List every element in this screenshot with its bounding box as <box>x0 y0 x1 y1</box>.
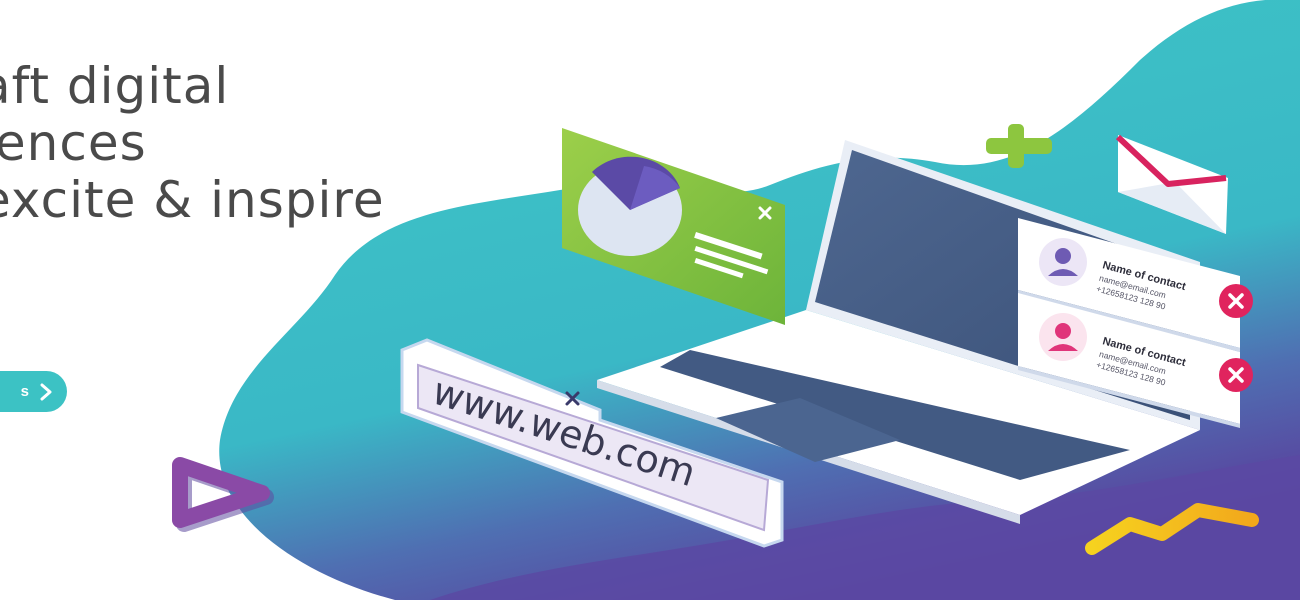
chart-legend-line <box>694 232 763 260</box>
cta-button[interactable]: s <box>0 371 67 412</box>
chart-legend-line <box>694 258 744 279</box>
headline-line: excite & inspire <box>0 171 385 229</box>
laptop <box>597 140 1200 524</box>
contact-card: Name of contact name@email.com +12658123… <box>1018 293 1253 428</box>
contact-card: Name of contact name@email.com +12658123… <box>1018 218 1253 352</box>
zigzag-line <box>1085 503 1259 555</box>
close-icon[interactable] <box>758 206 772 220</box>
plus-icon <box>986 124 1052 168</box>
purple-wave <box>430 455 1300 600</box>
close-icon[interactable] <box>565 391 580 406</box>
hero-headline: aft digital iences excite & inspire <box>0 58 385 229</box>
cta-label: s <box>20 383 29 400</box>
chevron-right-icon <box>40 383 52 400</box>
pie-chart-icon <box>578 156 682 256</box>
close-icon <box>1228 293 1244 309</box>
headline-line: iences <box>0 114 147 172</box>
chart-window <box>562 128 785 325</box>
mail-envelope-icon <box>1115 134 1228 234</box>
user-avatar-icon <box>1039 238 1087 286</box>
chart-legend-line <box>694 246 769 275</box>
play-triangle-icon <box>172 457 274 532</box>
close-icon <box>1228 367 1244 383</box>
headline-line: aft digital <box>0 57 230 115</box>
remove-contact-button[interactable] <box>1219 358 1253 392</box>
remove-contact-button[interactable] <box>1219 284 1253 318</box>
user-avatar-icon <box>1039 313 1087 361</box>
